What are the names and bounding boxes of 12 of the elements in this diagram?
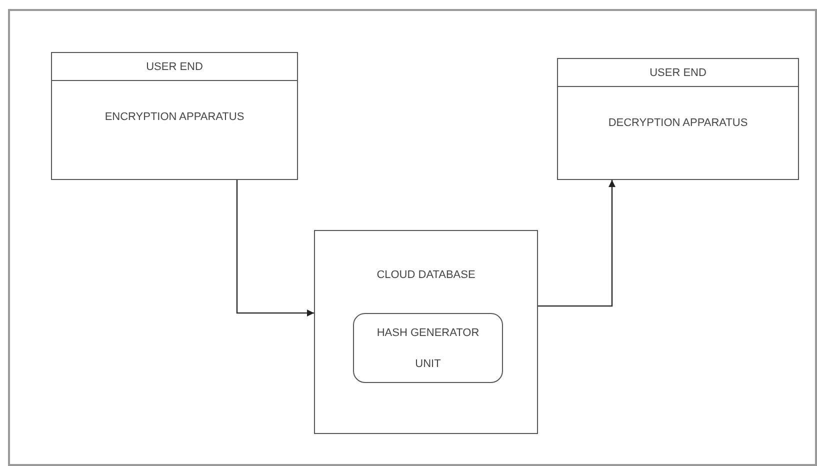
arrow: [236, 180, 314, 316]
header-label: USER END: [558, 59, 798, 87]
process-box: [557, 58, 799, 180]
rounded-box: [353, 313, 503, 383]
header-label: USER END: [52, 53, 297, 81]
box-label: DECRYPTION APPARATUS: [607, 116, 749, 129]
box-label: ENCRYPTION APPARATUS: [104, 110, 246, 123]
box-label: HASH GENERATOR UNIT: [376, 326, 480, 372]
box-label: CLOUD DATABASE: [376, 268, 476, 281]
arrow: [538, 180, 616, 307]
process-box: [51, 52, 298, 180]
process-box: [314, 230, 538, 434]
